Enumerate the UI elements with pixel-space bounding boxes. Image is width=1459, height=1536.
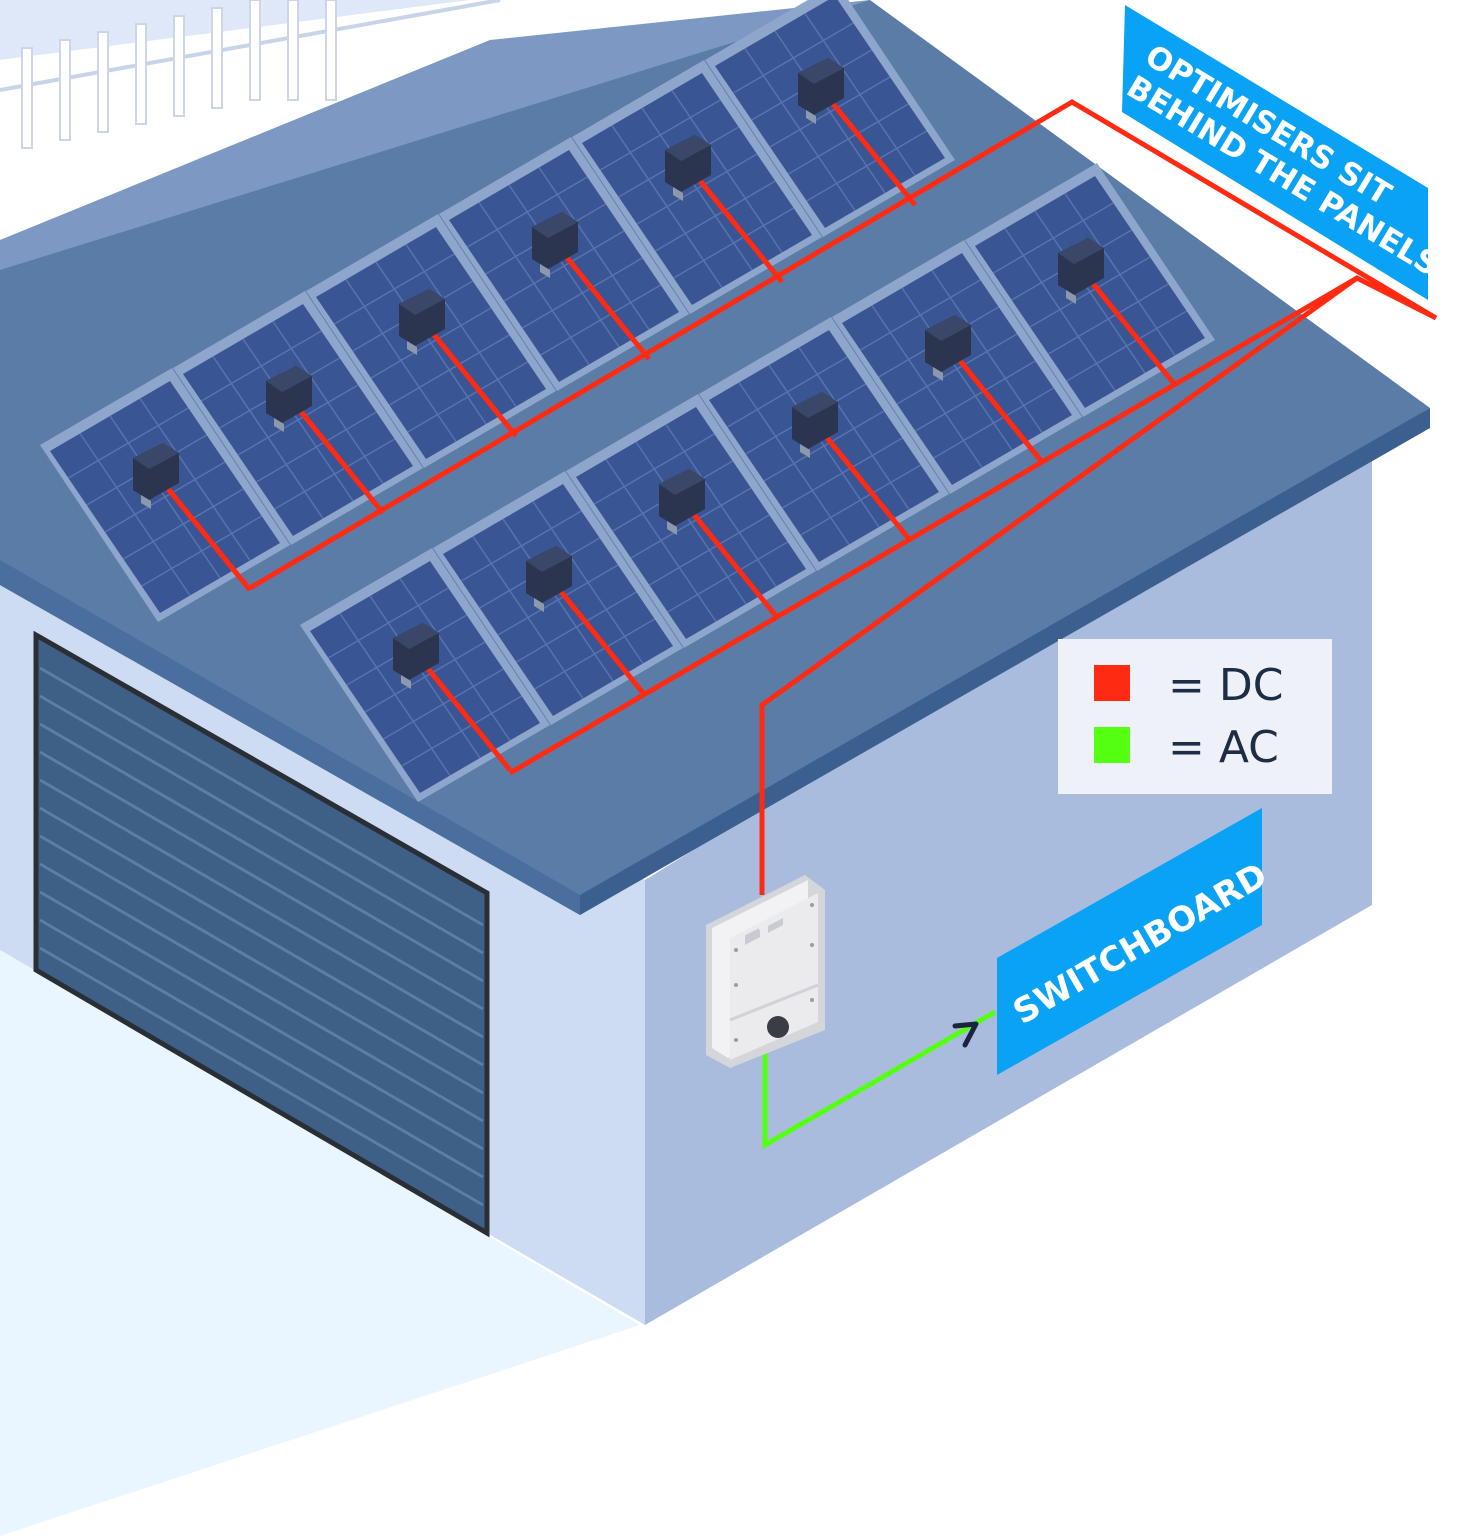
optimiser-icon bbox=[792, 392, 838, 458]
legend-swatch-ac bbox=[1094, 727, 1130, 763]
dc-drop-wire bbox=[562, 252, 651, 361]
roof-edge bbox=[580, 408, 1430, 915]
dc-drop-wire bbox=[689, 509, 778, 618]
legend-label-ac: = AC bbox=[1168, 722, 1279, 773]
optimiser-icon bbox=[798, 58, 844, 124]
optimiser-icon bbox=[925, 315, 971, 381]
roof-edge-left bbox=[0, 560, 580, 915]
dc-drop-wire bbox=[429, 329, 518, 438]
dc-drop-wire bbox=[1088, 278, 1177, 387]
railing-post bbox=[135, 23, 147, 125]
ground-area bbox=[0, 950, 640, 1536]
railing-post bbox=[249, 0, 261, 101]
optimiser-icon bbox=[266, 366, 312, 432]
railing-post bbox=[21, 47, 33, 149]
arrow-icon bbox=[952, 1021, 979, 1048]
legend: = DC = AC bbox=[1058, 639, 1332, 794]
optimiser-icon bbox=[1058, 238, 1104, 304]
inverter-icon bbox=[706, 875, 825, 1068]
dc-drop-wire bbox=[695, 175, 784, 284]
railing-post bbox=[173, 15, 185, 117]
garage-door-slat bbox=[39, 750, 484, 1011]
railing-post bbox=[211, 7, 223, 109]
legend-label-dc: = DC bbox=[1168, 660, 1283, 711]
railing-post bbox=[97, 31, 109, 133]
garage-door-slat bbox=[39, 666, 484, 927]
optimiser-icon bbox=[526, 546, 572, 612]
garage-door-slat bbox=[39, 946, 484, 1207]
dc-drop-wire bbox=[955, 355, 1044, 464]
dc-drop-wire bbox=[423, 663, 512, 772]
dc-drop-wire bbox=[163, 483, 252, 592]
dc-drop-wire bbox=[556, 586, 645, 695]
garage-door bbox=[33, 630, 490, 1238]
ac-wire bbox=[762, 1009, 997, 1150]
optimiser-icon bbox=[399, 289, 445, 355]
legend-swatch-dc bbox=[1094, 665, 1130, 701]
dc-string-front bbox=[508, 275, 1359, 776]
roof-top-band bbox=[0, 0, 870, 270]
ac-wiring bbox=[762, 1009, 997, 1150]
optimiser-icon bbox=[393, 623, 439, 689]
garage-door-slat bbox=[39, 694, 484, 955]
garage-door-slat bbox=[39, 806, 484, 1067]
balcony-railing bbox=[0, 0, 520, 149]
garage-door-slat bbox=[39, 890, 484, 1151]
dc-wiring bbox=[163, 98, 1438, 895]
dc-string-back bbox=[248, 99, 1438, 895]
garage-door-slat bbox=[39, 722, 484, 983]
dc-drop-wire bbox=[822, 432, 911, 541]
garage-door-slat bbox=[39, 778, 484, 1039]
garage-door-slat bbox=[39, 862, 484, 1123]
optimiser-icon bbox=[133, 443, 179, 509]
optimiser-icon bbox=[659, 469, 705, 535]
railing-post bbox=[325, 0, 337, 101]
optimiser-icon bbox=[665, 135, 711, 201]
garage-door-slat bbox=[39, 918, 484, 1179]
optimiser-icon bbox=[532, 212, 578, 278]
dc-drop-wire bbox=[828, 98, 917, 207]
dc-drop-wire bbox=[296, 406, 385, 515]
railing-post bbox=[287, 0, 299, 101]
railing-post bbox=[59, 39, 71, 141]
optimiser-group bbox=[133, 58, 1104, 689]
garage-door-slat bbox=[39, 834, 484, 1095]
